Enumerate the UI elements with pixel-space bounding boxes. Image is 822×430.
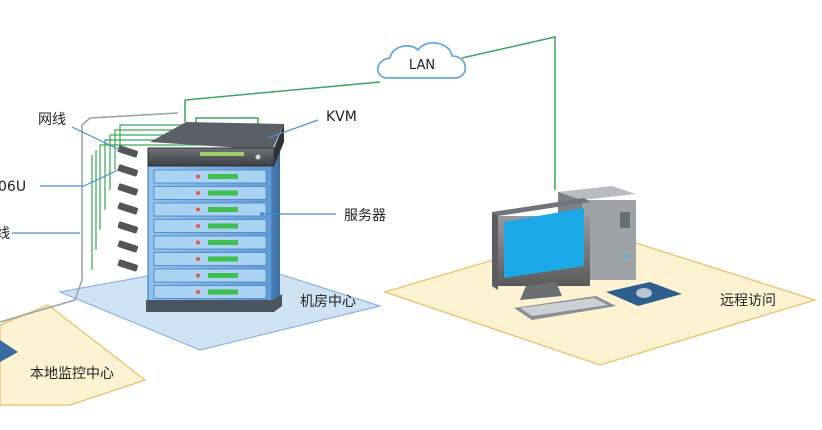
server-unit (153, 252, 267, 266)
server-unit (153, 268, 267, 283)
network-cable-label: 网线 (38, 112, 66, 128)
server-units (153, 169, 267, 299)
lan-connection-lines (184, 36, 556, 190)
cable-adapter-icon (117, 145, 139, 158)
cloud-icon (376, 42, 467, 79)
kvm-label: KVM (326, 109, 357, 125)
server-room-label: 机房中心 (300, 294, 356, 310)
local-monitor-partial (0, 340, 18, 362)
local-monitoring-label: 本地监控中心 (30, 366, 114, 382)
cable-grey-loop (0, 112, 179, 323)
server-unit (153, 285, 267, 299)
remote-access-label: 远程访问 (720, 293, 776, 309)
cable-adapter-icon (117, 240, 139, 253)
cable-adapter-icon (117, 259, 139, 272)
cable-adapter-icon (117, 183, 139, 196)
callout-dot (260, 212, 264, 216)
mouse-icon (606, 282, 682, 306)
cable-adapter-icon (117, 221, 139, 234)
server-rack-icon (146, 148, 282, 312)
desktop-computer-icon (492, 186, 682, 320)
servers-label: 服务器 (344, 208, 386, 224)
kvm-switch-icon (147, 122, 284, 167)
callout-lines (12, 119, 336, 234)
cable-label: 线 (0, 226, 10, 242)
cable-adapter-icon (117, 202, 139, 215)
cable-adapter-icon (117, 164, 139, 177)
server-unit (153, 202, 267, 217)
model-label: 06U (0, 179, 26, 195)
keyboard-icon (514, 296, 616, 320)
monitor (492, 198, 590, 300)
server-unit (153, 219, 267, 233)
monitor-screen (504, 208, 584, 278)
server-unit (153, 235, 267, 250)
server-unit (153, 169, 267, 184)
cable-adapters (117, 145, 139, 272)
lan-label: LAN (409, 58, 435, 73)
local-monitoring-floor (0, 304, 147, 406)
server-unit (153, 186, 267, 200)
